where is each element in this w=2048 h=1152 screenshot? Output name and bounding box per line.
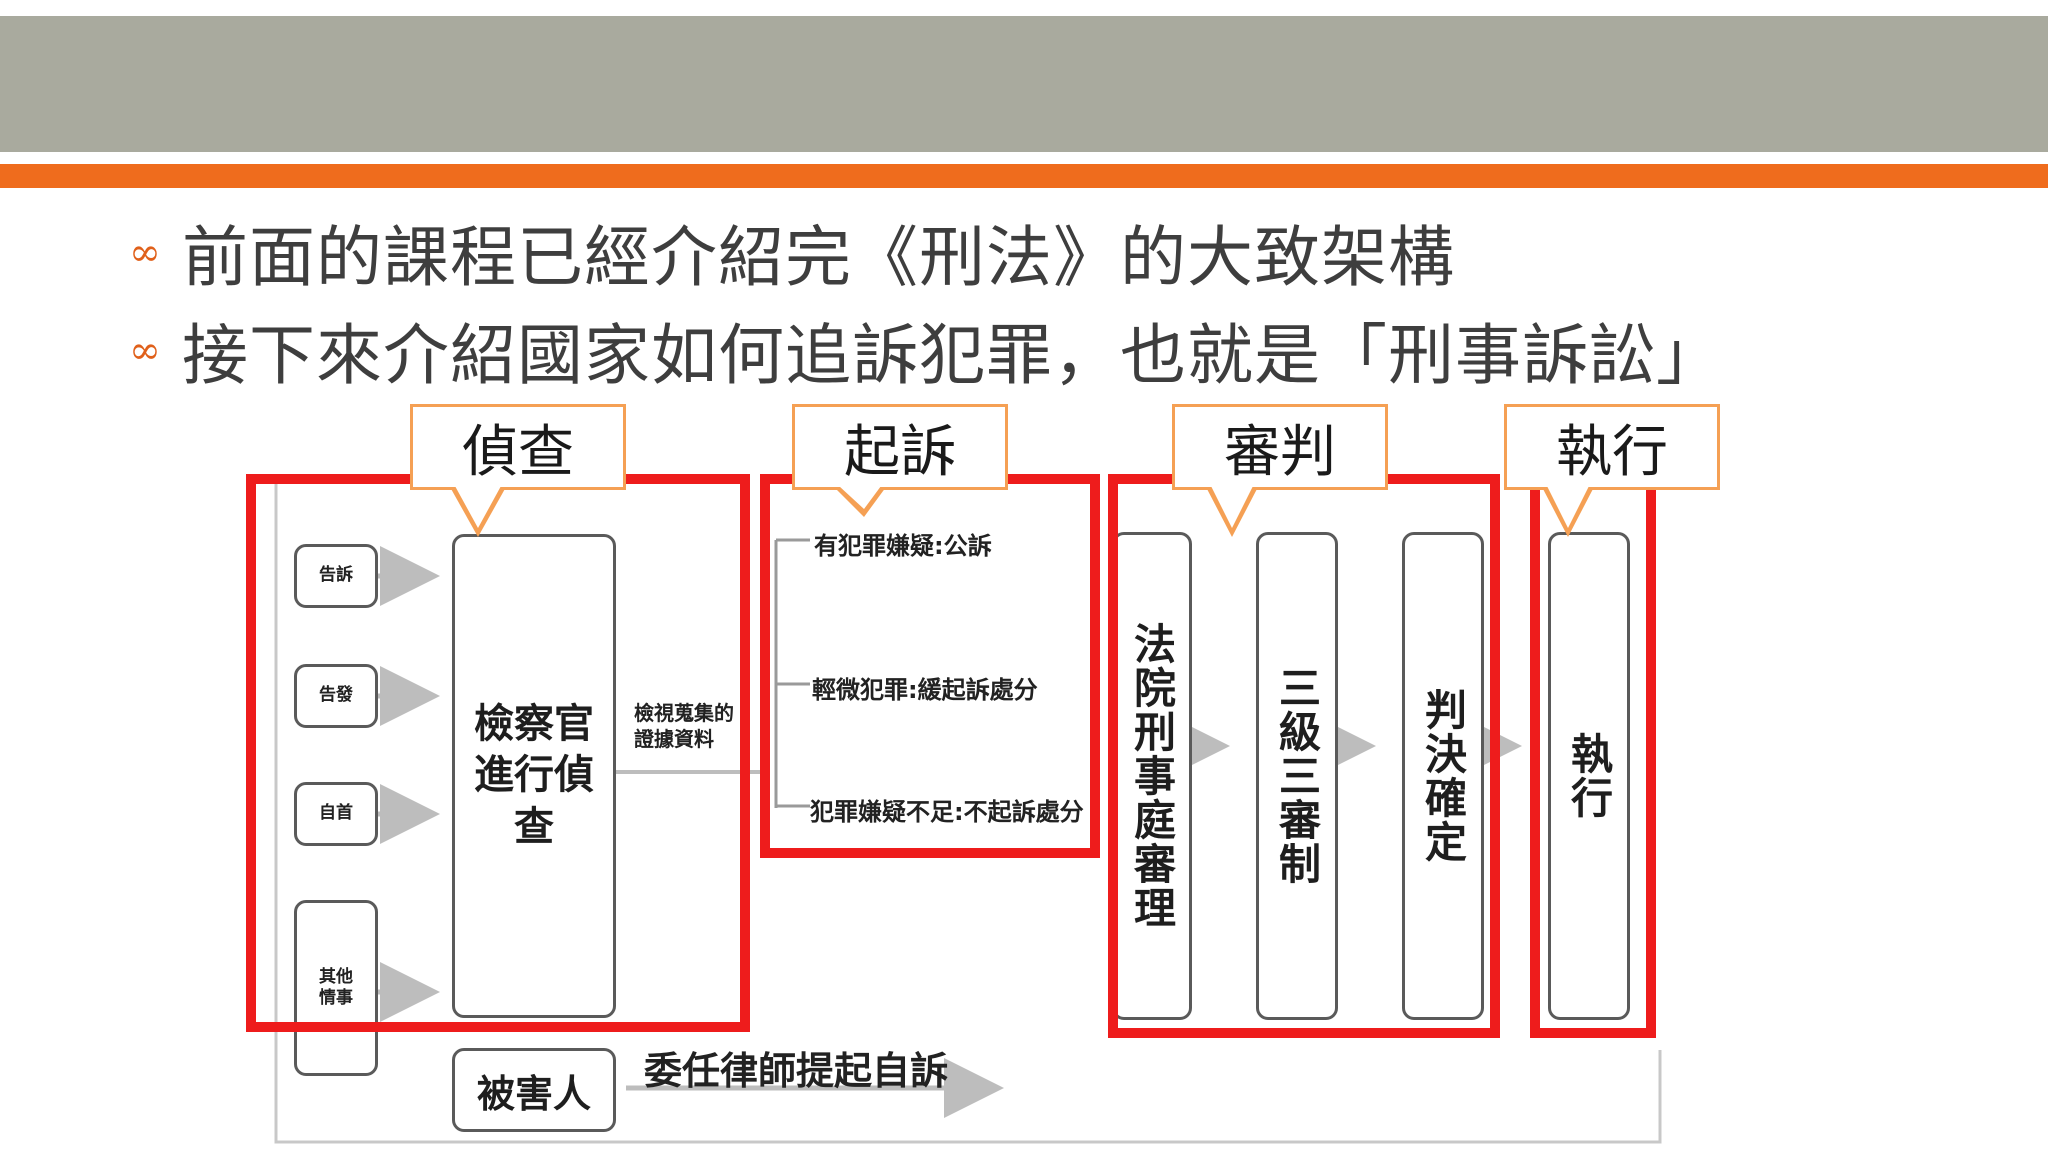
callout-label: 執行 [1556,419,1668,485]
callout-tail-inner [839,486,881,509]
final-judgment-box: 判決確定 [1402,532,1484,1020]
court-trial-box: 法院刑事庭審理 [1112,532,1192,1020]
callout-indictment: 起訴 [792,404,1008,490]
source-other: 其他情事 [294,900,378,1076]
callout-tail-inner [1547,486,1589,528]
bullet-item-1: ∞ 前面的課程已經介紹完《刑法》的大致架構 [118,208,1455,296]
outcome-deferred: 輕微犯罪:緩起訴處分 [812,676,1038,704]
private-prosecution-label: 委任律師提起自訴 [644,1049,949,1093]
callout-trial: 審判 [1172,404,1388,490]
source-label: 告發 [319,685,353,706]
source-complaint: 告訴 [294,544,378,608]
source-report: 告發 [294,664,378,728]
bullet-item-2: ∞ 接下來介紹國家如何追訴犯罪，也就是「刑事訴訟」 [118,306,1723,394]
title-band [0,16,2048,152]
outcome-non-prosecution: 犯罪嫌疑不足:不起訴處分 [810,798,1084,826]
diagram-connectors [274,480,1662,1144]
bullet-icon: ∞ [129,328,161,372]
review-label-line-2: 證據資料 [634,727,714,751]
source-label: 其他情事 [319,966,353,1008]
source-surrender: 自首 [294,782,378,846]
callout-label: 審判 [1224,419,1336,485]
court-trial-label: 法院刑事庭審理 [1127,622,1177,930]
diagram-outer-frame [274,480,1662,1144]
callout-label: 偵查 [462,419,574,485]
final-judgment-label: 判決確定 [1418,688,1468,864]
trial-frame [1108,474,1500,1038]
criminal-procedure-diagram: 告訴 告發 自首 其他情事 檢察官進行偵查 檢視蒐集的 證據資料 有犯罪嫌疑:公… [240,400,1710,1152]
source-label: 告訴 [319,565,353,586]
outcome-bracket [774,538,810,808]
three-tier-box: 三級三審制 [1256,532,1338,1020]
investigation-frame [246,474,750,1032]
callout-investigation: 偵查 [410,404,626,490]
indictment-frame [760,474,1100,858]
execution-box: 執行 [1548,532,1630,1020]
callout-tail-inner [1211,486,1253,528]
review-label-line-1: 檢視蒐集的 [634,701,734,725]
victim-box: 被害人 [452,1048,616,1132]
execution-label: 執行 [1564,732,1614,820]
prosecutor-box: 檢察官進行偵查 [452,534,616,1018]
source-label: 自首 [319,803,353,824]
bullet-text: 前面的課程已經介紹完《刑法》的大致架構 [182,219,1455,296]
prosecutor-label: 檢察官進行偵查 [474,701,594,850]
accent-bar [0,164,2048,188]
callout-tail-inner [455,486,501,528]
outcome-prosecution: 有犯罪嫌疑:公訴 [814,532,992,560]
execution-frame [1530,474,1656,1038]
review-evidence-label: 檢視蒐集的 證據資料 [634,700,734,752]
callout-label: 起訴 [844,419,956,485]
bullet-icon: ∞ [129,230,161,274]
callout-execution: 執行 [1504,404,1720,490]
bullet-text: 接下來介紹國家如何追訴犯罪，也就是「刑事訴訟」 [182,317,1723,394]
victim-label: 被害人 [476,1071,591,1116]
three-tier-label: 三級三審制 [1272,666,1322,886]
